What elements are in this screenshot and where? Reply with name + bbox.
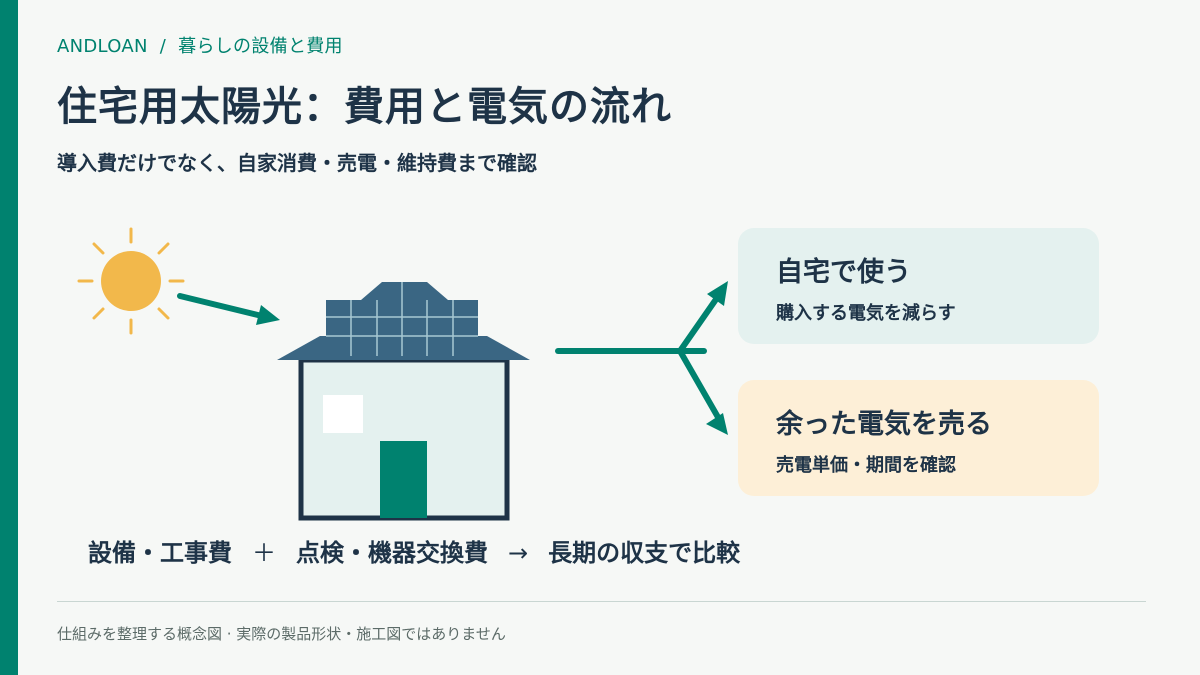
sun-rays [77, 227, 185, 335]
page-title: 住宅用太陽光：費用と電気の流れ [57, 84, 672, 130]
breadcrumb: ANDLOAN / 暮らしの設備と費用 [57, 32, 343, 58]
sunlight-arrow [177, 293, 280, 325]
page-subtitle: 導入費だけでなく、自家消費・売電・維持費まで確認 [57, 151, 537, 175]
breadcrumb-separator: / [159, 36, 167, 57]
self-consumption-card: 自宅で使う 購入する電気を減らす [738, 228, 1099, 344]
sun-icon [77, 227, 185, 335]
cost-formula: 設備・工事費 ＋ 点検・機器交換費 → 長期の収支で比較 [88, 533, 740, 568]
arrow-down-head [706, 413, 728, 435]
house-window [323, 395, 363, 433]
breadcrumb-brand[interactable]: ANDLOAN [57, 36, 148, 57]
card-title: 余った電気を売る [776, 409, 992, 440]
formula-arrow: → [508, 539, 529, 567]
formula-plus: ＋ [252, 539, 276, 567]
divider [57, 601, 1146, 602]
sell-electricity-card: 余った電気を売る 売電単価・期間を確認 [738, 380, 1099, 496]
card-title: 自宅で使う [776, 257, 911, 288]
card-text: 売電単価・期間を確認 [776, 455, 956, 476]
footnote: 仕組みを整理する概念図 · 実際の製品形状・施工図ではありません [57, 625, 506, 643]
house-icon [277, 282, 530, 521]
house-door [380, 441, 427, 518]
formula-comparison: 長期の収支で比較 [548, 539, 741, 567]
formula-equipment-cost: 設備・工事費 [88, 539, 232, 567]
accent-bar [0, 0, 18, 675]
card-text: 購入する電気を減らす [776, 303, 956, 324]
sun-disc [101, 251, 161, 311]
solar-panel-icon [326, 282, 478, 356]
arrow-up-head [707, 281, 728, 306]
breadcrumb-section[interactable]: 暮らしの設備と費用 [178, 36, 343, 57]
flow-arrow [555, 292, 722, 422]
formula-maintenance-cost: 点検・機器交換費 [296, 539, 488, 567]
